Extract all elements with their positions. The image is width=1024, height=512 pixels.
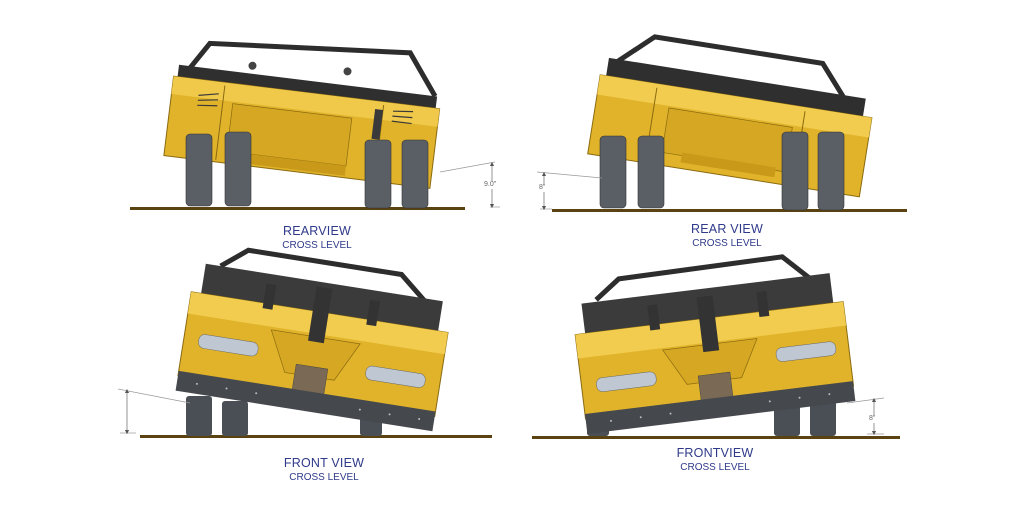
view-title: REAR VIEW — [691, 222, 763, 236]
tire-group — [186, 396, 382, 436]
view-caption: REAR VIEW CROSS LEVEL — [627, 222, 827, 250]
view-subtitle: CROSS LEVEL — [692, 238, 762, 249]
view-title: REARVIEW — [282, 224, 352, 238]
ground-line — [130, 207, 465, 210]
ground-line — [552, 209, 907, 212]
tire-group — [185, 131, 429, 209]
dimension-label: 9.0" — [484, 181, 497, 189]
view-subtitle: CROSS LEVEL — [289, 472, 359, 483]
ground-line — [140, 435, 492, 438]
view-title: FRONTVIEW — [676, 446, 754, 460]
view-subtitle: CROSS LEVEL — [282, 240, 352, 251]
front-view-drawing — [117, 247, 492, 438]
front-view-drawing — [532, 254, 900, 439]
view-subtitle: CROSS LEVEL — [680, 462, 750, 473]
view-caption: FRONT VIEW CROSS LEVEL — [224, 456, 424, 484]
front-view-cross-level-left: FRONT VIEW CROSS LEVEL — [0, 247, 512, 512]
view-caption: FRONTVIEW CROSS LEVEL — [615, 446, 815, 474]
rear-view-drawing — [536, 34, 907, 212]
rear-view-drawing — [130, 40, 500, 210]
rear-view-cross-level-left: 9.0" REARVIEW CROSS LEVEL — [0, 0, 512, 256]
view-title: FRONT VIEW — [283, 456, 365, 470]
front-view-cross-level-right: 8" FRONTVIEW CROSS LEVEL — [512, 254, 1024, 512]
tire-group — [599, 131, 845, 211]
ground-line — [532, 436, 900, 439]
rear-view-cross-level-right: 8" REAR VIEW CROSS LEVEL — [512, 0, 1024, 256]
dimension-label: 8" — [539, 184, 546, 192]
view-caption: REARVIEW CROSS LEVEL — [217, 224, 417, 252]
dimension-label: 8" — [869, 415, 876, 423]
